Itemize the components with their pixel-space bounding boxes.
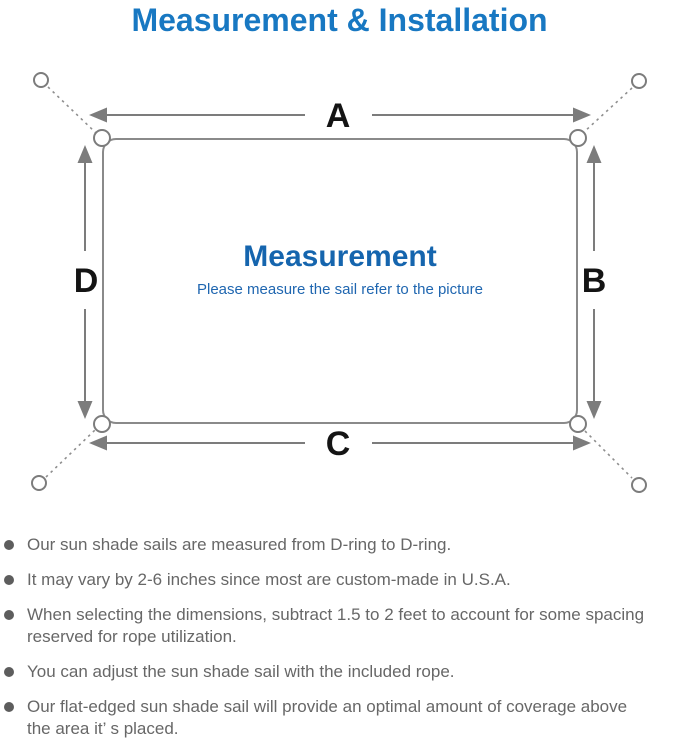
label-c: C — [326, 425, 351, 463]
d-ring-icon — [93, 129, 111, 147]
anchor-point-icon — [631, 477, 647, 493]
rope-dotted-line — [47, 86, 97, 134]
anchor-point-icon — [33, 72, 49, 88]
diagram-heading: Measurement — [243, 240, 437, 273]
label-d: D — [74, 262, 99, 300]
note-text: Our sun shade sails are measured from D-… — [27, 535, 452, 554]
page-title: Measurement & Installation — [131, 2, 548, 38]
sail-outline — [102, 138, 578, 424]
sail-measurement-diagram: A C D B — [31, 72, 647, 493]
note-text: You can adjust the sun shade sail with t… — [27, 662, 455, 681]
anchor-point-icon — [631, 73, 647, 89]
arrowhead-right-icon — [573, 107, 591, 123]
note-text: Our flat-edged sun shade sail will provi… — [27, 697, 628, 738]
d-ring-icon — [569, 415, 587, 433]
list-item: It may vary by 2-6 inches since most are… — [4, 569, 675, 591]
d-ring-icon — [569, 129, 587, 147]
bullet-icon — [4, 667, 14, 677]
arrowhead-up-icon — [77, 145, 93, 163]
bullet-icon — [4, 540, 14, 550]
list-item: You can adjust the sun shade sail with t… — [4, 661, 675, 683]
diagram-center-label: Measurement Please measure the sail refe… — [103, 242, 577, 299]
bullet-icon — [4, 610, 14, 620]
anchor-point-icon — [31, 475, 47, 491]
notes-list: Our sun shade sails are measured from D-… — [4, 534, 675, 739]
rope-dotted-line — [45, 429, 96, 478]
arrowhead-left-icon — [89, 107, 107, 123]
bullet-icon — [4, 575, 14, 585]
list-item: When selecting the dimensions, subtract … — [4, 604, 675, 648]
rope-dotted-line — [584, 430, 633, 479]
label-b: B — [582, 262, 607, 300]
arrowhead-left-icon — [89, 435, 107, 451]
label-a: A — [326, 97, 351, 135]
list-item: Our sun shade sails are measured from D-… — [4, 534, 675, 556]
arrowhead-up-icon — [586, 145, 602, 163]
d-ring-icon — [93, 415, 111, 433]
note-text: It may vary by 2-6 inches since most are… — [27, 570, 511, 589]
diagram-caption: Please measure the sail refer to the pic… — [197, 281, 483, 298]
list-item: Our flat-edged sun shade sail will provi… — [4, 696, 675, 739]
arrowhead-down-icon — [77, 401, 93, 419]
arrowhead-down-icon — [586, 401, 602, 419]
rope-dotted-line — [583, 87, 633, 133]
note-text: When selecting the dimensions, subtract … — [27, 605, 645, 646]
arrowhead-right-icon — [573, 435, 591, 451]
bullet-icon — [4, 702, 14, 712]
